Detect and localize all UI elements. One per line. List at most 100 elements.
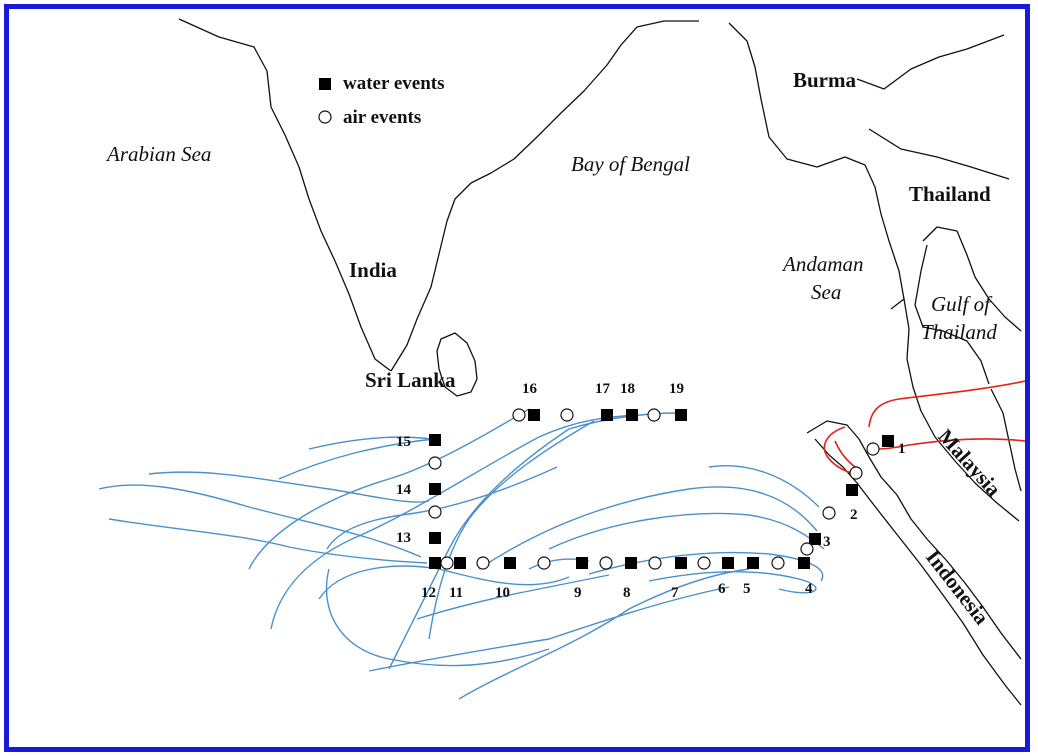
water-marker-1 bbox=[882, 435, 894, 447]
station-number-13: 13 bbox=[396, 530, 411, 546]
water-marker-4 bbox=[798, 557, 810, 569]
trajectory-red bbox=[876, 438, 1025, 450]
air-marker bbox=[849, 466, 863, 480]
water-marker-14 bbox=[429, 483, 441, 495]
label-arabian-sea: Arabian Sea bbox=[105, 142, 211, 166]
label-india: India bbox=[349, 258, 397, 282]
station-markers bbox=[428, 408, 894, 570]
water-marker-12 bbox=[429, 557, 441, 569]
water-marker-19 bbox=[675, 409, 687, 421]
station-number-17: 17 bbox=[595, 381, 611, 397]
trajectory-blue bbox=[248, 408, 530, 570]
burma-coast bbox=[728, 22, 905, 310]
station-number-18: 18 bbox=[620, 381, 635, 397]
trajectory-blue bbox=[148, 471, 430, 503]
station-number-7: 7 bbox=[671, 585, 679, 601]
india-coast-east bbox=[390, 20, 699, 372]
coastlines bbox=[178, 18, 1022, 706]
air-marker bbox=[560, 408, 574, 422]
legend-air-marker-icon bbox=[318, 110, 332, 124]
sri-lanka-coast bbox=[436, 332, 478, 397]
trajectory-blue bbox=[318, 565, 570, 600]
label-andaman-sea-2: Sea bbox=[811, 280, 841, 304]
air-marker bbox=[771, 556, 785, 570]
station-number-11: 11 bbox=[449, 585, 463, 601]
trajectory-blue bbox=[478, 486, 818, 570]
trajectory-blue bbox=[708, 465, 820, 508]
station-number-16: 16 bbox=[522, 381, 538, 397]
air-marker bbox=[822, 506, 836, 520]
water-marker-18 bbox=[626, 409, 638, 421]
trajectory-blue bbox=[416, 574, 610, 620]
station-number-8: 8 bbox=[623, 585, 631, 601]
station-number-3: 3 bbox=[823, 534, 831, 550]
peninsula-west-coast bbox=[903, 298, 1020, 522]
air-marker bbox=[440, 556, 454, 570]
air-marker bbox=[476, 556, 490, 570]
station-number-14: 14 bbox=[396, 482, 412, 498]
trajectory-blue bbox=[108, 518, 428, 564]
trajectory-blue bbox=[270, 414, 635, 630]
trajectory-blue bbox=[368, 586, 730, 672]
air-marker bbox=[648, 556, 662, 570]
air-marker bbox=[428, 456, 442, 470]
water-marker-15 bbox=[429, 434, 441, 446]
station-number-4: 4 bbox=[805, 581, 813, 597]
label-thailand: Thailand bbox=[909, 182, 991, 206]
air-marker bbox=[599, 556, 613, 570]
station-numbers: 1 2 3 4 5 6 7 8 9 10 11 12 13 14 15 16 1… bbox=[396, 381, 906, 601]
water-event-trajectories bbox=[98, 408, 825, 700]
place-labels: Arabian Sea Bay of Bengal Andaman Sea Gu… bbox=[105, 68, 1006, 629]
station-number-10: 10 bbox=[495, 585, 510, 601]
label-malaysia: Malaysia bbox=[933, 424, 1006, 501]
trajectory-blue bbox=[278, 438, 435, 480]
trajectory-blue bbox=[648, 571, 817, 594]
label-gulf-of-thailand-2: Thailand bbox=[921, 320, 997, 344]
air-marker bbox=[866, 442, 880, 456]
label-burma: Burma bbox=[793, 68, 857, 92]
trajectory-blue bbox=[326, 466, 558, 550]
air-event-trajectories bbox=[823, 380, 1025, 476]
water-marker-17 bbox=[601, 409, 613, 421]
legend-air-label: air events bbox=[343, 107, 421, 128]
water-marker-10 bbox=[504, 557, 516, 569]
gulf-coast bbox=[914, 226, 1022, 385]
water-marker-3 bbox=[809, 533, 821, 545]
trajectory-blue bbox=[458, 568, 750, 700]
water-marker-5 bbox=[747, 557, 759, 569]
map-frame: 1 2 3 4 5 6 7 8 9 10 11 12 13 14 15 16 1… bbox=[4, 4, 1030, 752]
trajectory-blue bbox=[325, 568, 550, 667]
label-bay-of-bengal: Bay of Bengal bbox=[571, 152, 690, 176]
legend: water events air events bbox=[318, 73, 444, 128]
trajectory-red bbox=[868, 380, 1025, 428]
label-indonesia: Indonesia bbox=[921, 545, 994, 629]
label-sri-lanka: Sri Lanka bbox=[365, 368, 456, 392]
label-gulf-of-thailand: Gulf of bbox=[931, 292, 993, 316]
station-number-9: 9 bbox=[574, 585, 582, 601]
air-marker bbox=[428, 505, 442, 519]
trajectory-blue bbox=[428, 420, 595, 640]
malaysia-coast bbox=[990, 388, 1022, 492]
station-number-19: 19 bbox=[669, 381, 684, 397]
water-marker-13 bbox=[429, 532, 441, 544]
station-number-5: 5 bbox=[743, 581, 751, 597]
legend-water-label: water events bbox=[343, 73, 444, 94]
station-number-2: 2 bbox=[850, 507, 858, 523]
trajectory-blue bbox=[98, 484, 422, 558]
trajectory-blue bbox=[308, 436, 432, 450]
station-number-1: 1 bbox=[898, 441, 906, 457]
sumatra-coast bbox=[806, 420, 1022, 706]
water-marker-8 bbox=[625, 557, 637, 569]
station-number-6: 6 bbox=[718, 581, 726, 597]
trajectory-blue bbox=[548, 512, 825, 550]
air-marker bbox=[647, 408, 661, 422]
water-marker-7 bbox=[675, 557, 687, 569]
air-marker bbox=[537, 556, 551, 570]
water-marker-16 bbox=[528, 409, 540, 421]
air-marker bbox=[512, 408, 526, 422]
station-number-15: 15 bbox=[396, 434, 411, 450]
india-coast-west bbox=[178, 18, 392, 372]
burma-border bbox=[856, 34, 1010, 180]
water-marker-2 bbox=[846, 484, 858, 496]
map-canvas: 1 2 3 4 5 6 7 8 9 10 11 12 13 14 15 16 1… bbox=[98, 18, 1025, 706]
